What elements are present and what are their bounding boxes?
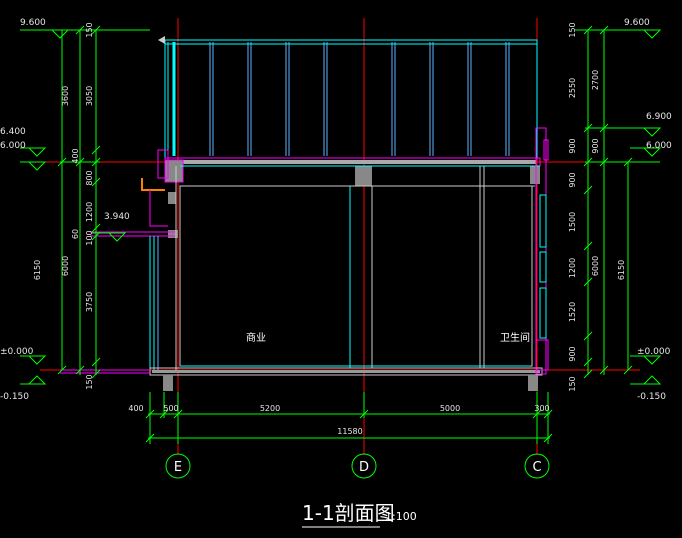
dim-bottom-total: 11580 — [337, 427, 362, 436]
elev-left-mid-a: 6.400 — [0, 127, 26, 137]
dim-left-outer-1: 6150 — [33, 260, 42, 280]
dim-left-inner-2: 400 — [71, 148, 80, 163]
dim-right-outer-0: 6150 — [617, 260, 626, 280]
dim-right-inner-8: 150 — [568, 376, 577, 391]
axis-label-d: D — [359, 460, 369, 475]
elev-left-top: 9.600 — [20, 18, 46, 28]
drawing-title: 1-1剖面图 1:100 — [302, 501, 417, 528]
level-markers — [20, 29, 662, 385]
upper-frame — [164, 39, 538, 159]
dim-right-mid-2: 6000 — [591, 256, 600, 276]
dim-left-inner-3: 800 — [85, 170, 94, 185]
dim-right-inner-6: 1520 — [568, 302, 577, 322]
room-label-commerce: 商业 — [246, 331, 266, 344]
dim-right-mid-1: 900 — [591, 138, 600, 153]
elev-left-canopy: 3.940 — [104, 212, 130, 222]
dim-left-mid-0: 6000 — [61, 256, 70, 276]
left-parapet — [141, 149, 178, 238]
dim-right-inner-1: 2550 — [568, 78, 577, 98]
dim-right-inner-4: 1500 — [568, 212, 577, 232]
room-label-toilet: 卫生间 — [500, 331, 530, 344]
dim-bottom-2: 5200 — [260, 404, 280, 413]
dim-right-inner-5: 1200 — [568, 258, 577, 278]
dim-right-inner-0: 150 — [568, 22, 577, 37]
dim-left-inner-0: 150 — [85, 22, 94, 37]
left-outer-dims: 3600 6150 — [33, 86, 70, 280]
elev-right-mid-b: 6.000 — [646, 141, 672, 151]
elevation-labels: 9.600 6.400 6.000 3.940 ±0.000 -0.150 9.… — [0, 18, 672, 402]
elev-left-mid-b: 6.000 — [0, 141, 26, 151]
dim-bottom-4: 300 — [534, 404, 549, 413]
ground-slab — [60, 367, 543, 391]
elev-right-ground: ±0.000 — [637, 347, 671, 357]
dim-right-inner-2: 900 — [568, 138, 577, 153]
axis-label-c: C — [532, 460, 541, 475]
elev-left-bottom: -0.150 — [0, 392, 29, 402]
dim-left-outer-0: 3600 — [61, 86, 70, 106]
dim-left-inner-1: 3050 — [85, 86, 94, 106]
bottom-dims: 400 500 5200 5000 300 11580 — [128, 404, 549, 436]
left-inner-dims: 150 3050 400 800 1200 60 100 3750 150 — [71, 22, 94, 389]
elev-right-bottom: -0.150 — [637, 392, 666, 402]
right-wall — [535, 127, 549, 375]
dim-bottom-0: 400 — [128, 404, 143, 413]
dim-right-inner-7: 900 — [568, 346, 577, 361]
dim-left-inner-7: 3750 — [85, 292, 94, 312]
left-mid-dims: 6000 — [61, 256, 70, 276]
dimension-lines — [50, 25, 660, 444]
elev-right-top: 9.600 — [624, 18, 650, 28]
elev-left-ground: ±0.000 — [0, 347, 34, 357]
ground-floor — [175, 166, 533, 370]
dim-left-inner-4: 1200 — [85, 202, 94, 222]
dim-left-inner-8: 150 — [85, 374, 94, 389]
axis-label-e: E — [174, 460, 182, 475]
elev-right-mid-a: 6.900 — [646, 112, 672, 122]
dim-left-inner-6: 100 — [85, 230, 94, 245]
dim-right-inner-3: 900 — [568, 172, 577, 187]
axis-bubbles — [165, 453, 550, 479]
dim-left-inner-5: 60 — [71, 229, 80, 239]
title-text: 1-1剖面图 — [302, 501, 395, 525]
upper-glass-facade — [158, 36, 538, 159]
dim-right-mid-0: 2700 — [591, 70, 600, 90]
left-canopy — [90, 231, 175, 370]
right-outer-dims: 6150 — [617, 260, 626, 280]
dim-bottom-3: 5000 — [440, 404, 460, 413]
right-mid-dims: 2700 900 6000 — [591, 70, 600, 276]
axis-bubble-labels: E D C — [174, 460, 542, 475]
title-scale: 1:100 — [385, 510, 417, 523]
right-inner-dims: 150 2550 900 900 1500 1200 1520 900 150 — [568, 22, 577, 391]
dim-bottom-1: 500 — [163, 404, 178, 413]
